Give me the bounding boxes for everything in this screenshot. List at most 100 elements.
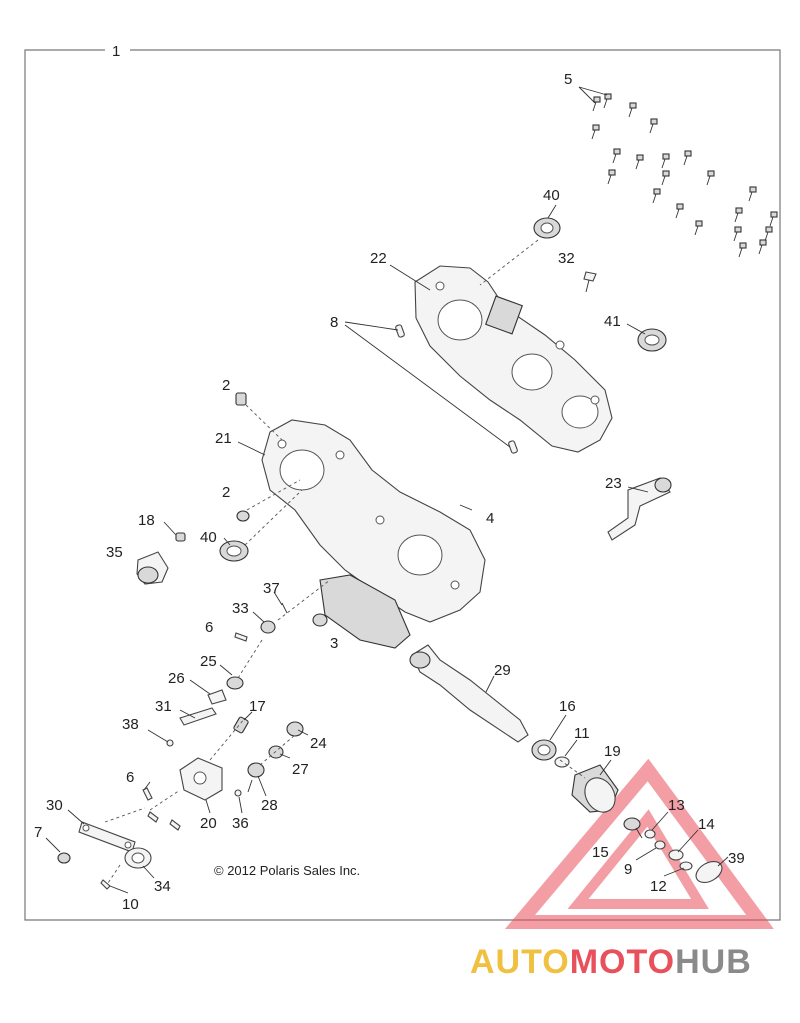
pin-36 [234, 789, 242, 797]
bolts-group [591, 93, 778, 258]
callout-22: 22 [370, 250, 387, 267]
bolt-5 [738, 242, 747, 258]
callout-5: 5 [564, 71, 572, 88]
bolt-5 [748, 186, 757, 202]
callout-4: 4 [486, 510, 494, 527]
bolt-5 [607, 169, 616, 185]
callout-34: 34 [154, 878, 171, 895]
bolt-6-upper [234, 632, 248, 642]
callout-38: 38 [122, 716, 139, 733]
diagram-frame [24, 49, 781, 921]
callout-26: 26 [168, 670, 185, 687]
callout-39: 39 [728, 850, 745, 867]
callout-13: 13 [668, 797, 685, 814]
callout-36: 36 [232, 815, 249, 832]
callout-40-upper: 40 [543, 187, 560, 204]
callout-11: 11 [574, 725, 590, 742]
bolt-5 [603, 93, 612, 109]
bolt-5 [733, 226, 742, 242]
bolt-5 [758, 239, 767, 255]
callout-16: 16 [559, 698, 576, 715]
bolt-32 [583, 271, 597, 293]
gear-25 [226, 676, 244, 690]
shaft-23 [607, 477, 672, 541]
callout-1: 1 [112, 43, 120, 60]
watermark-auto: AUTO [470, 943, 570, 981]
case-half-21 [261, 419, 486, 649]
nut-27 [268, 745, 284, 759]
bolt-5 [675, 203, 684, 219]
spring-17 [233, 716, 249, 734]
callout-25: 25 [200, 653, 217, 670]
pin-37 [281, 602, 288, 614]
bolt-5 [764, 226, 773, 242]
callout-2-upper: 2 [222, 377, 230, 394]
leader-lines [45, 86, 729, 894]
callout-labels: 1 5 40 22 32 8 41 2 21 23 2 4 18 40 35 3… [34, 43, 745, 913]
ring-38 [166, 739, 174, 747]
bolt-5 [661, 153, 670, 169]
watermark-moto: MOTO [570, 943, 675, 981]
bolt-5 [694, 220, 703, 236]
ring-9 [654, 840, 666, 850]
bolt-5 [683, 150, 692, 166]
bolt-5 [649, 118, 658, 134]
watermark-hub: HUB [675, 943, 752, 981]
disc-39 [695, 860, 723, 884]
bearing-41 [637, 328, 667, 352]
fitting-33 [260, 620, 276, 634]
callout-15: 15 [592, 844, 609, 861]
shaft-29 [409, 644, 529, 743]
bolt-5 [591, 124, 600, 140]
washer-28 [247, 762, 265, 778]
nut-7 [57, 852, 71, 864]
callout-27: 27 [292, 761, 309, 778]
bolt-5 [612, 148, 621, 164]
alignment-lines [104, 239, 586, 884]
ring-13 [644, 829, 656, 839]
bolt-5 [652, 188, 661, 204]
callout-20: 20 [200, 815, 217, 832]
callout-10: 10 [122, 896, 139, 913]
callout-19: 19 [604, 743, 621, 760]
callout-24: 24 [310, 735, 327, 752]
housing-20 [179, 757, 223, 801]
bolt-6-lower-b [147, 811, 159, 823]
callout-21: 21 [215, 430, 232, 447]
callout-28: 28 [261, 797, 278, 814]
callout-18: 18 [138, 512, 155, 529]
gear-24 [286, 721, 304, 737]
clip-10 [100, 879, 111, 890]
watermark-logo [504, 758, 774, 929]
callout-41: 41 [604, 313, 621, 330]
callout-14: 14 [698, 816, 715, 833]
callout-31: 31 [155, 698, 172, 715]
plug-2-upper [235, 392, 247, 406]
link-30 [78, 821, 136, 853]
bearing-16 [531, 739, 557, 761]
callout-12: 12 [650, 878, 667, 895]
callout-7: 7 [34, 824, 42, 841]
callout-17: 17 [249, 698, 266, 715]
watermark-text: AUTOMOTOHUB [470, 943, 752, 981]
callout-32: 32 [558, 250, 575, 267]
callout-33: 33 [232, 600, 249, 617]
bolt-5 [635, 154, 644, 170]
bushing-35 [136, 551, 169, 585]
gear-19 [571, 764, 619, 813]
bolt-6-lower-c [169, 819, 181, 831]
plug-2-lower [236, 510, 250, 522]
pin-4 [459, 504, 473, 511]
callout-3: 3 [330, 635, 338, 652]
callout-37: 37 [263, 580, 280, 597]
callout-23: 23 [605, 475, 622, 492]
lever-26 [207, 689, 227, 705]
bolt-5 [706, 170, 715, 186]
callout-9: 9 [624, 861, 632, 878]
callout-29: 29 [494, 662, 511, 679]
ring-14 [668, 849, 684, 861]
bushing-34 [124, 847, 152, 869]
plug-18 [175, 532, 186, 542]
case-half-22 [414, 265, 613, 453]
